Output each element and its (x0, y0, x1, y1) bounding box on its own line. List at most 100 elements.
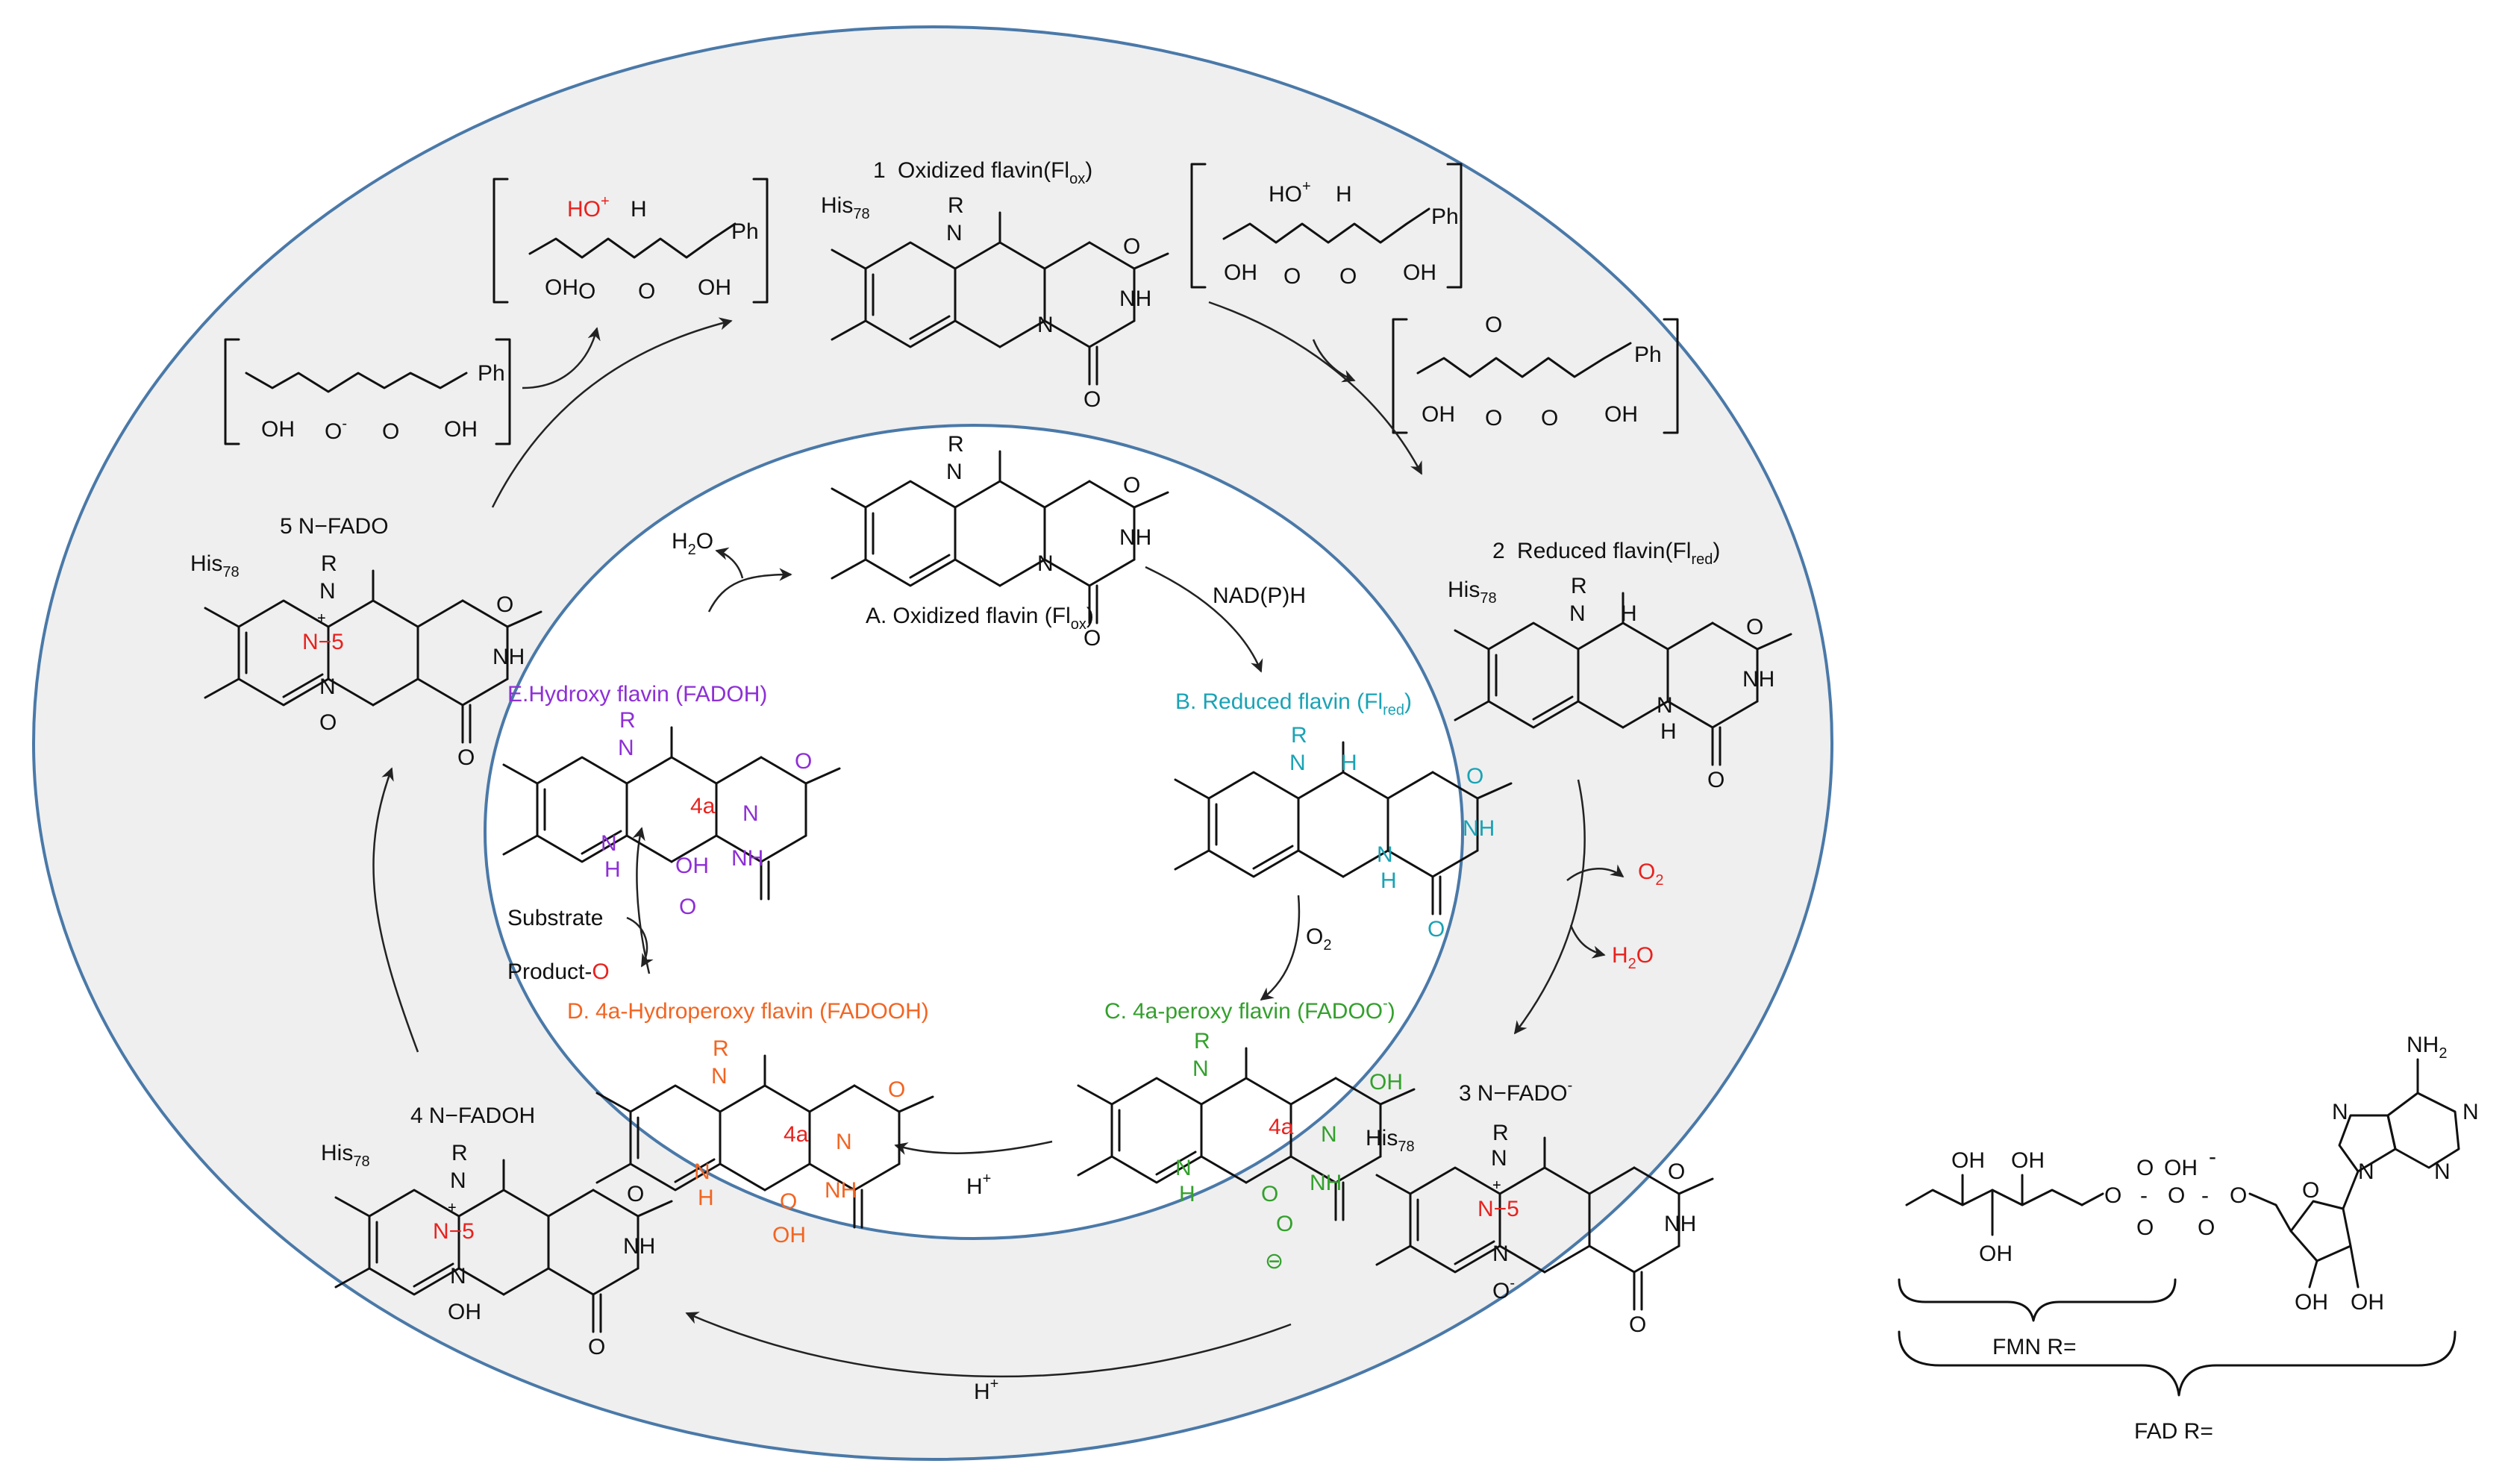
svg-text:OH: OH (2351, 1290, 2384, 1315)
svg-text:N−5: N−5 (302, 630, 344, 654)
svg-text:O: O (2230, 1183, 2247, 1208)
svg-text:O: O (1261, 1182, 1278, 1206)
arrow-3-to-4 (685, 1312, 1292, 1378)
svg-text:N: N (319, 674, 336, 699)
svg-text:R: R (619, 708, 636, 733)
svg-text:NH: NH (1742, 667, 1774, 692)
svg-text:R: R (451, 1141, 468, 1165)
arrow-e-to-a (707, 568, 792, 613)
svg-text:N: N (319, 579, 336, 604)
svg-text:4a: 4a (690, 794, 716, 818)
svg-text:His78: His78 (1366, 1126, 1415, 1155)
svg-text:O: O (2136, 1156, 2154, 1180)
legend-fad-label: FAD R= (2134, 1419, 2213, 1444)
svg-text:O: O (1466, 764, 1483, 789)
svg-text:OH: OH (1369, 1070, 1403, 1095)
svg-text:-: - (2201, 1183, 2209, 1208)
arrow-2-to-3 (1513, 779, 1586, 1035)
inner-stage-b-reduced-flavin: B.Reduced flavin (Flred) N R H N H O NH … (1174, 689, 1513, 942)
svg-text:NH2: NH2 (2407, 1033, 2447, 1062)
svg-text:NH: NH (1119, 525, 1151, 550)
legend-fmn-label: FMN R= (1992, 1335, 2077, 1359)
svg-text:D.4a-Hydroperoxy flavin (FADOO: D.4a-Hydroperoxy flavin (FADOOH) (567, 999, 929, 1024)
svg-text:+: + (1492, 1177, 1501, 1194)
svg-text:-: - (2209, 1145, 2216, 1169)
svg-text:NH: NH (1463, 816, 1495, 841)
svg-text:O-: O- (325, 416, 347, 444)
svg-text:4N−FADOH: 4N−FADOH (410, 1103, 535, 1128)
svg-text:O: O (382, 419, 399, 444)
svg-text:OH: OH (1979, 1242, 2013, 1266)
svg-text:3N−FADO-: 3N−FADO- (1459, 1077, 1572, 1106)
svg-text:N: N (618, 736, 634, 760)
svg-text:O: O (2302, 1178, 2319, 1203)
svg-text:N: N (836, 1130, 852, 1154)
svg-text:H: H (1660, 719, 1677, 744)
inner-substrate-label: Substrate (507, 906, 603, 930)
svg-text:Ph: Ph (1431, 204, 1459, 229)
svg-text:HO+: HO+ (1269, 178, 1311, 207)
svg-text:His78: His78 (321, 1141, 370, 1170)
svg-text:N: N (1492, 1242, 1509, 1266)
outer-stage-2-reduced-flavin: 2 Reduced flavin(Flred) N R H N H O NH O… (1448, 539, 1792, 792)
svg-text:OH: OH (2011, 1148, 2045, 1173)
svg-text:OH: OH (698, 275, 731, 300)
svg-text:Ph: Ph (731, 219, 759, 244)
svg-text:OH: OH (545, 275, 578, 300)
svg-text:N: N (2332, 1100, 2348, 1124)
svg-text:R: R (1194, 1029, 1210, 1053)
svg-text:O: O (2168, 1183, 2185, 1208)
svg-text:2 Reduced flavin(Flred): 2 Reduced flavin(Flred) (1492, 539, 1720, 568)
svg-text:N−5: N−5 (1477, 1197, 1519, 1221)
svg-text:OH: OH (1403, 260, 1436, 285)
outer-o2-label: O2 (1638, 860, 1663, 889)
svg-text:N: N (742, 801, 759, 826)
svg-text:N: N (946, 221, 963, 245)
svg-text:O: O (1083, 387, 1101, 412)
svg-text:H: H (1621, 601, 1637, 626)
svg-text:4a: 4a (784, 1122, 809, 1147)
svg-text:N: N (450, 1168, 466, 1193)
svg-text:OH: OH (261, 417, 295, 442)
svg-text:O: O (638, 279, 655, 304)
svg-text:Ph: Ph (1634, 342, 1662, 367)
svg-text:⊖: ⊖ (1265, 1249, 1283, 1274)
svg-text:NH: NH (492, 645, 525, 669)
arrow-substrate-out-right (1312, 339, 1356, 383)
svg-text:O: O (1746, 615, 1763, 639)
svg-text:O: O (1541, 406, 1558, 431)
svg-text:O: O (2136, 1215, 2154, 1240)
svg-text:OH: OH (675, 854, 709, 878)
inner-h2o-label: H2O (672, 529, 713, 558)
arrow-substrate-in-left (522, 327, 601, 389)
svg-text:C.4a-peroxy flavin (FADOO-): C.4a-peroxy flavin (FADOO-) (1104, 995, 1395, 1024)
svg-text:NH: NH (731, 846, 763, 871)
svg-text:N: N (1192, 1056, 1209, 1081)
svg-text:O: O (627, 1182, 644, 1206)
svg-text:N: N (694, 1159, 710, 1184)
inner-stage-c-peroxy-flavin: C.4a-peroxy flavin (FADOO-) N R 4a N H O… (1077, 995, 1416, 1274)
arrow-4-to-5 (372, 767, 419, 1053)
outer-h-plus-label: H+ (974, 1376, 998, 1404)
svg-text:OH: OH (1224, 260, 1257, 285)
svg-text:Ph: Ph (478, 361, 505, 386)
svg-text:OH: OH (2295, 1290, 2328, 1315)
svg-text:O: O (319, 710, 337, 735)
svg-text:+: + (317, 610, 326, 627)
svg-text:H: H (1380, 868, 1397, 893)
svg-text:O: O (496, 592, 513, 617)
svg-text:O: O (578, 279, 595, 304)
svg-text:R: R (948, 193, 964, 218)
svg-text:OH: OH (772, 1223, 806, 1247)
inner-product-label: Product-O (507, 959, 610, 984)
svg-text:NH: NH (623, 1234, 655, 1259)
svg-text:N: N (2434, 1159, 2451, 1184)
svg-text:R: R (948, 432, 964, 457)
svg-text:H: H (631, 197, 647, 222)
svg-text:4a: 4a (1269, 1115, 1294, 1139)
inner-nadph-label: NAD(P)H (1213, 583, 1306, 608)
svg-text:B.Reduced flavin (Flred): B.Reduced flavin (Flred) (1175, 689, 1412, 718)
